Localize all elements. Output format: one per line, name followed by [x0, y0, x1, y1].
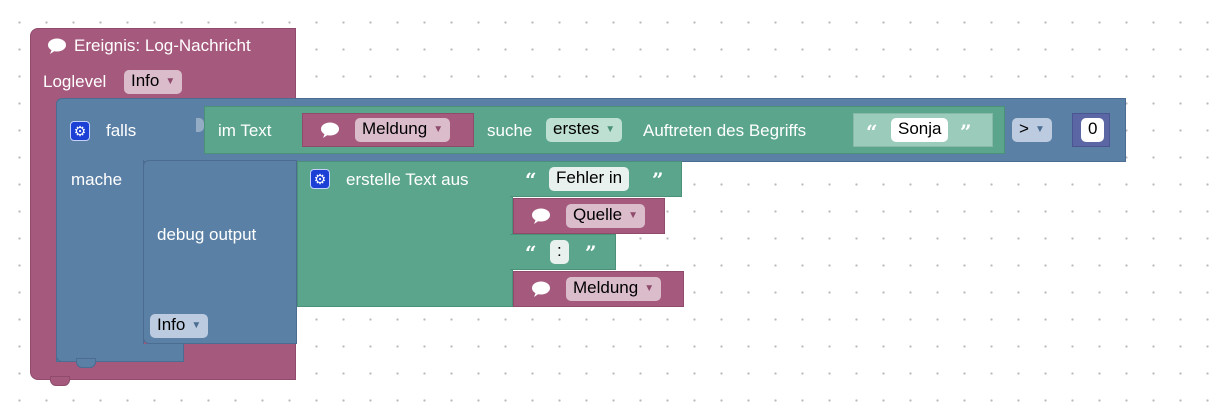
event-title: Ereignis: Log-Nachricht — [74, 36, 251, 55]
dropdown-arrow-icon: ▼ — [605, 124, 616, 135]
source-variable-dropdown[interactable]: Quelle ▼ — [566, 204, 646, 228]
text-item-fehler-in[interactable]: Fehler in — [549, 167, 630, 191]
comparison-operator-value: > — [1019, 119, 1029, 138]
quote-open-icon: “ — [525, 241, 537, 265]
in-text-label: im Text — [218, 121, 272, 140]
loglevel-label: Loglevel — [43, 72, 107, 91]
debug-level-dropdown[interactable]: Info ▼ — [150, 314, 209, 338]
find-mode-dropdown[interactable]: erstes ▼ — [546, 118, 623, 142]
debug-output-block[interactable] — [143, 160, 297, 344]
source-variable-value: Quelle — [573, 205, 623, 224]
quote-close-icon: ” — [960, 120, 972, 144]
dropdown-arrow-icon: ▼ — [433, 124, 444, 135]
quote-open-icon: “ — [866, 120, 878, 144]
message-variable-dropdown-2[interactable]: Meldung ▼ — [566, 277, 662, 301]
speech-bubble-icon — [532, 281, 550, 297]
create-text-label: erstelle Text aus — [346, 170, 469, 189]
loglevel-value: Info — [131, 71, 160, 90]
input-connector — [196, 118, 204, 132]
message-variable-value: Meldung — [362, 119, 428, 138]
find-mode-value: erstes — [553, 119, 600, 138]
find-label: suche — [487, 121, 533, 140]
if-block-footer — [56, 344, 184, 362]
if-block-body-column — [56, 160, 144, 362]
gear-icon[interactable]: ⚙ — [70, 121, 90, 141]
text-item-colon[interactable]: : — [550, 240, 569, 264]
dropdown-arrow-icon: ▼ — [628, 210, 639, 221]
if-block-bottom-tab — [76, 358, 96, 368]
search-term-field[interactable]: Sonja — [891, 118, 949, 142]
loglevel-dropdown[interactable]: Info ▼ — [124, 70, 183, 94]
debug-level-value: Info — [157, 315, 186, 334]
speech-bubble-icon — [48, 38, 66, 54]
quote-open-icon: “ — [525, 168, 537, 192]
dropdown-arrow-icon: ▼ — [1034, 124, 1045, 135]
occurrence-label: Auftreten des Begriffs — [643, 121, 807, 140]
comparison-operator-dropdown[interactable]: >▼ — [1012, 118, 1052, 142]
dropdown-arrow-icon: ▼ — [165, 76, 176, 87]
speech-bubble-icon — [321, 122, 339, 138]
do-label: mache — [71, 170, 123, 189]
quote-close-icon: ” — [585, 241, 597, 265]
compare-value-field[interactable]: 0 — [1081, 118, 1105, 142]
quote-close-icon: ” — [652, 168, 664, 192]
message-variable-dropdown[interactable]: Meldung ▼ — [355, 118, 451, 142]
speech-bubble-icon — [532, 208, 550, 224]
event-block-bottom-tab — [50, 376, 70, 386]
debug-output-label: debug output — [157, 225, 257, 244]
gear-icon[interactable]: ⚙ — [310, 169, 330, 189]
dropdown-arrow-icon: ▼ — [191, 320, 202, 331]
message-variable-value-2: Meldung — [573, 278, 639, 297]
dropdown-arrow-icon: ▼ — [644, 283, 655, 294]
if-label: falls — [106, 121, 137, 140]
